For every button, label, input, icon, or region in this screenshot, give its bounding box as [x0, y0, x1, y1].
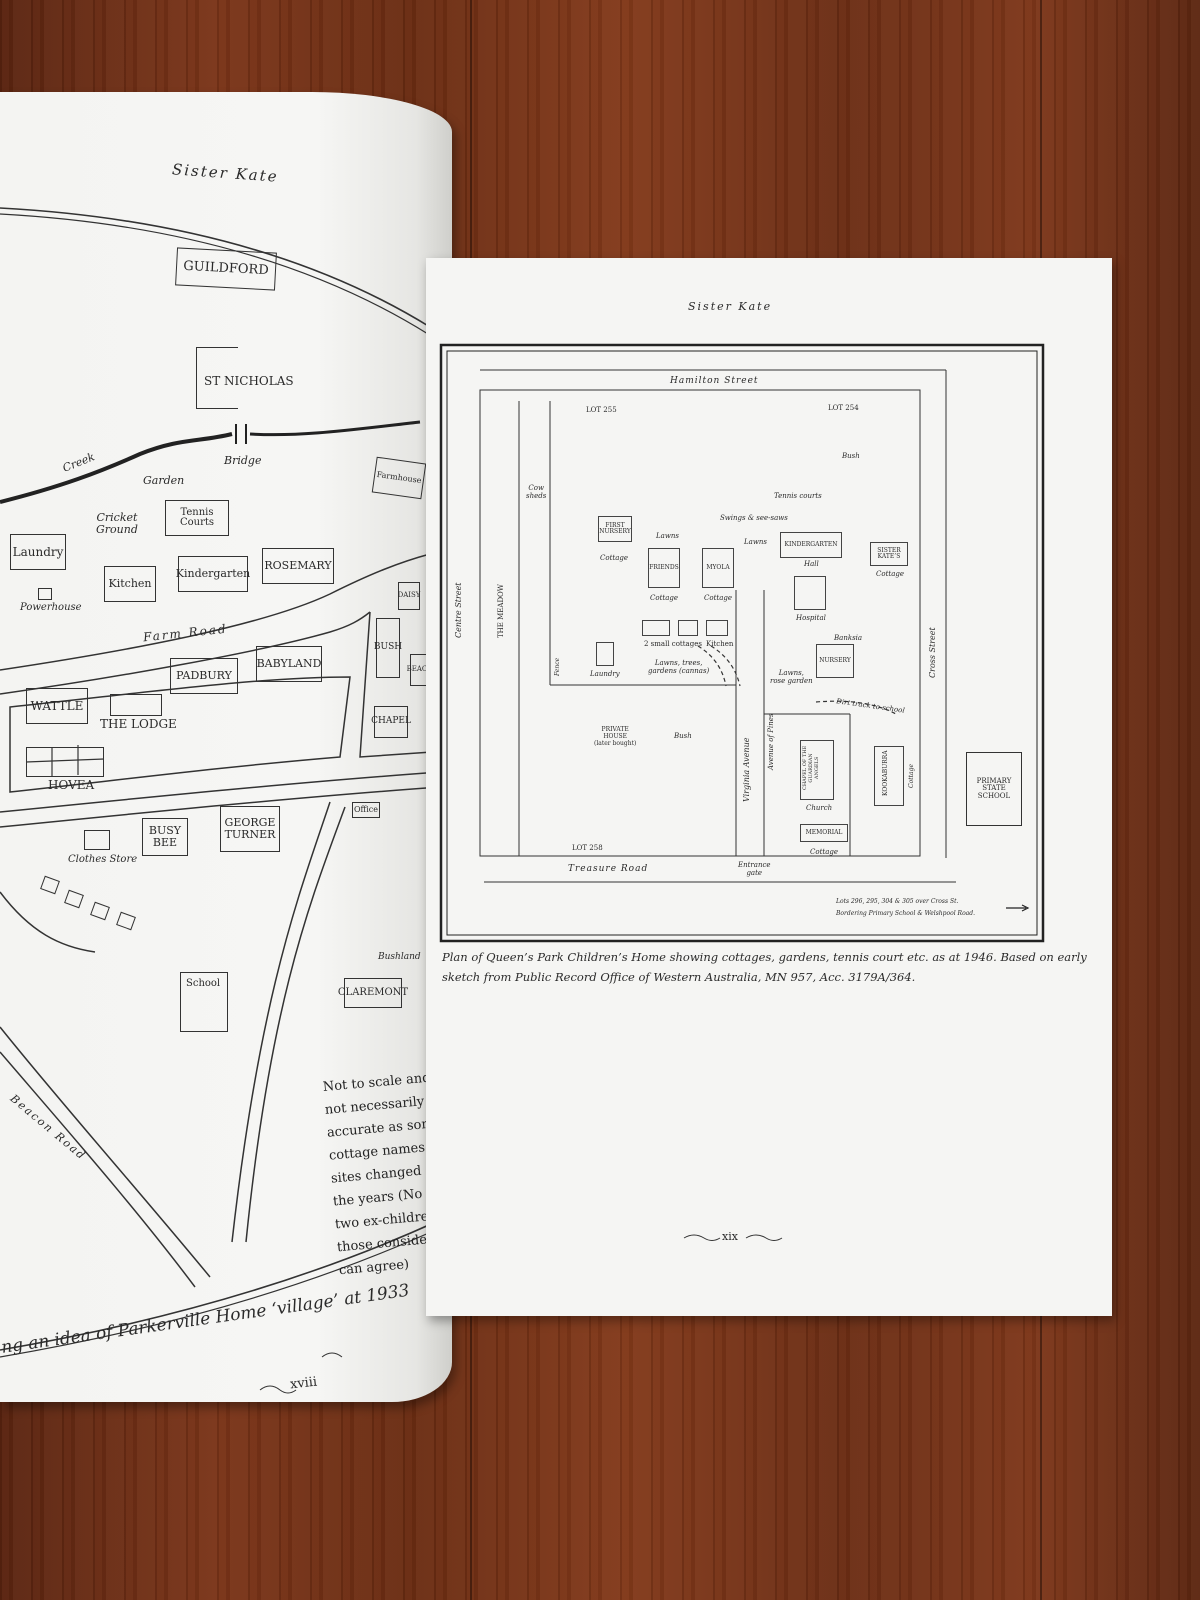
map-label-bush: BUSH	[374, 618, 402, 678]
label-lawns-trees: Lawns, trees, gardens (cannas)	[648, 659, 710, 675]
map-label-cricket-ground: Cricket Ground	[96, 511, 138, 537]
map-label-garden: Garden	[143, 474, 185, 487]
right-running-head: Sister Kate	[688, 300, 773, 313]
street-hamilton: Hamilton Street	[670, 376, 759, 386]
street-virginia: Virginia Avenue	[742, 737, 751, 802]
clothes-store-building	[84, 830, 110, 850]
label-chapel: CHAPEL OF THE GUARDIAN ANGELS	[802, 745, 820, 790]
label-small-cottages: 2 small cottages	[644, 640, 702, 648]
kookaburra-building	[874, 746, 904, 806]
label-tennis-courts: Tennis courts	[774, 492, 822, 500]
label-lot-255: LOT 255	[586, 406, 617, 414]
label-cottage-1: Cottage	[600, 554, 628, 562]
map-label-clothes-store: Clothes Store	[68, 854, 138, 865]
map-label-hovea: HOVEA	[48, 778, 95, 792]
right-page: Sister Kate Hamilton Street Centre Stree…	[426, 258, 1112, 1316]
label-cottage-3: Cottage	[704, 594, 732, 602]
map-label-claremont: CLAREMONT	[338, 978, 408, 1008]
street-cross: Cross Street	[928, 627, 937, 678]
label-cottage-4: Cottage	[876, 570, 904, 578]
map-label-daisy: DAISY	[398, 582, 420, 610]
chapel-building	[800, 740, 834, 800]
label-lawns-1: Lawns	[656, 532, 679, 540]
label-memorial: MEMORIAL	[800, 824, 848, 842]
map-label-wattle: WATTLE	[26, 688, 88, 724]
map-label-kindergarten: Kindergarten	[176, 556, 250, 592]
right-folio: xix	[722, 1230, 738, 1243]
hospital-building	[794, 576, 826, 610]
label-nursery: NURSERY	[816, 644, 854, 678]
label-myola: MYOLA	[702, 548, 734, 588]
hovea-building	[26, 747, 104, 777]
label-cow-sheds: Cow sheds	[526, 484, 547, 500]
label-hospital: Hospital	[796, 614, 826, 622]
label-private-house: PRIVATE HOUSE (later bought)	[594, 726, 637, 748]
left-folio: xviii	[289, 1374, 318, 1393]
right-map-lines	[439, 343, 1045, 1241]
label-kookaburra: KOOKABURRA	[882, 750, 889, 796]
small-cottage-b	[678, 620, 698, 636]
map-label-laundry: Laundry	[10, 534, 66, 570]
label-lot-258: LOT 258	[572, 844, 603, 852]
left-page: Sister Kate GUILDFORD ST NICHOLAS Creek …	[0, 92, 452, 1402]
label-primary-school: PRIMARY STATE SCHOOL	[966, 752, 1022, 826]
label-friends: FRIENDS	[648, 548, 680, 588]
the-lodge-building	[110, 694, 162, 716]
label-fence: Fence	[554, 657, 561, 676]
right-caption-line-2: sketch from Public Record Office of West…	[442, 970, 916, 984]
map-label-george-turner: GEORGE TURNER	[220, 806, 280, 852]
map-label-tennis-courts: Tennis Courts	[165, 500, 229, 536]
label-hall: Hall	[804, 560, 819, 568]
label-cottage-5: Cottage	[908, 764, 915, 788]
label-bush-mid: Bush	[674, 732, 692, 740]
map-label-kitchen: Kitchen	[104, 566, 156, 602]
lots-note-2: Bordering Primary School & Welshpool Roa…	[836, 910, 976, 917]
label-cottage-6: Cottage	[810, 848, 838, 856]
school-building	[180, 972, 228, 1032]
label-lawns-rose: Lawns, rose garden	[770, 669, 813, 685]
label-banksia: Banksia	[834, 634, 863, 642]
label-first-nursery: FIRST NURSERY	[598, 516, 632, 542]
label-swings: Swings & see-saws	[720, 514, 788, 522]
map-label-chapel: CHAPEL	[371, 706, 411, 738]
street-treasure: Treasure Road	[568, 864, 649, 874]
lots-note-1: Lots 296, 295, 304 & 305 over Cross St.	[836, 898, 959, 905]
label-kitchen: Kitchen	[706, 640, 734, 648]
map-label-the-lodge: THE LODGE	[100, 717, 177, 731]
label-church: Church	[806, 804, 833, 812]
map-label-rosemary: ROSEMARY	[262, 548, 334, 584]
map-label-bushland: Bushland	[378, 952, 421, 962]
label-lot-254: LOT 254	[828, 404, 859, 412]
map-label-school: School	[186, 978, 221, 989]
st-nicholas-building	[196, 347, 238, 409]
small-cottage-a	[642, 620, 670, 636]
label-entrance-gate: Entrance gate	[738, 861, 771, 877]
map-label-powerhouse: Powerhouse	[20, 602, 82, 613]
label-the-meadow: THE MEADOW	[497, 584, 505, 638]
label-lawns-2: Lawns	[744, 538, 767, 546]
map-label-guildford: GUILDFORD	[175, 247, 277, 291]
kitchen-building	[706, 620, 728, 636]
laundry-building	[596, 642, 614, 666]
street-centre: Centre Street	[454, 582, 463, 638]
map-label-bridge: Bridge	[224, 454, 262, 467]
label-kindergarten: KINDERGARTEN	[780, 532, 842, 558]
right-caption-line-1: Plan of Queen’s Park Children’s Home sho…	[442, 950, 1087, 964]
map-label-office: Office	[352, 802, 380, 818]
map-label-st-nicholas: ST NICHOLAS	[204, 374, 294, 388]
street-avenue-of-pines: Avenue of Pines	[767, 713, 775, 770]
label-laundry: Laundry	[590, 670, 620, 678]
map-label-busy-bee: BUSY BEE	[142, 818, 188, 856]
map-label-padbury: PADBURY	[170, 658, 238, 694]
label-sister-kates: SISTER KATE’S	[870, 542, 908, 566]
label-bush-top: Bush	[842, 452, 860, 460]
powerhouse-building	[38, 588, 52, 600]
map-label-babyland: BABYLAND	[256, 646, 322, 682]
label-cottage-2: Cottage	[650, 594, 678, 602]
map-label-farmhouse: Farmhouse	[371, 456, 427, 500]
